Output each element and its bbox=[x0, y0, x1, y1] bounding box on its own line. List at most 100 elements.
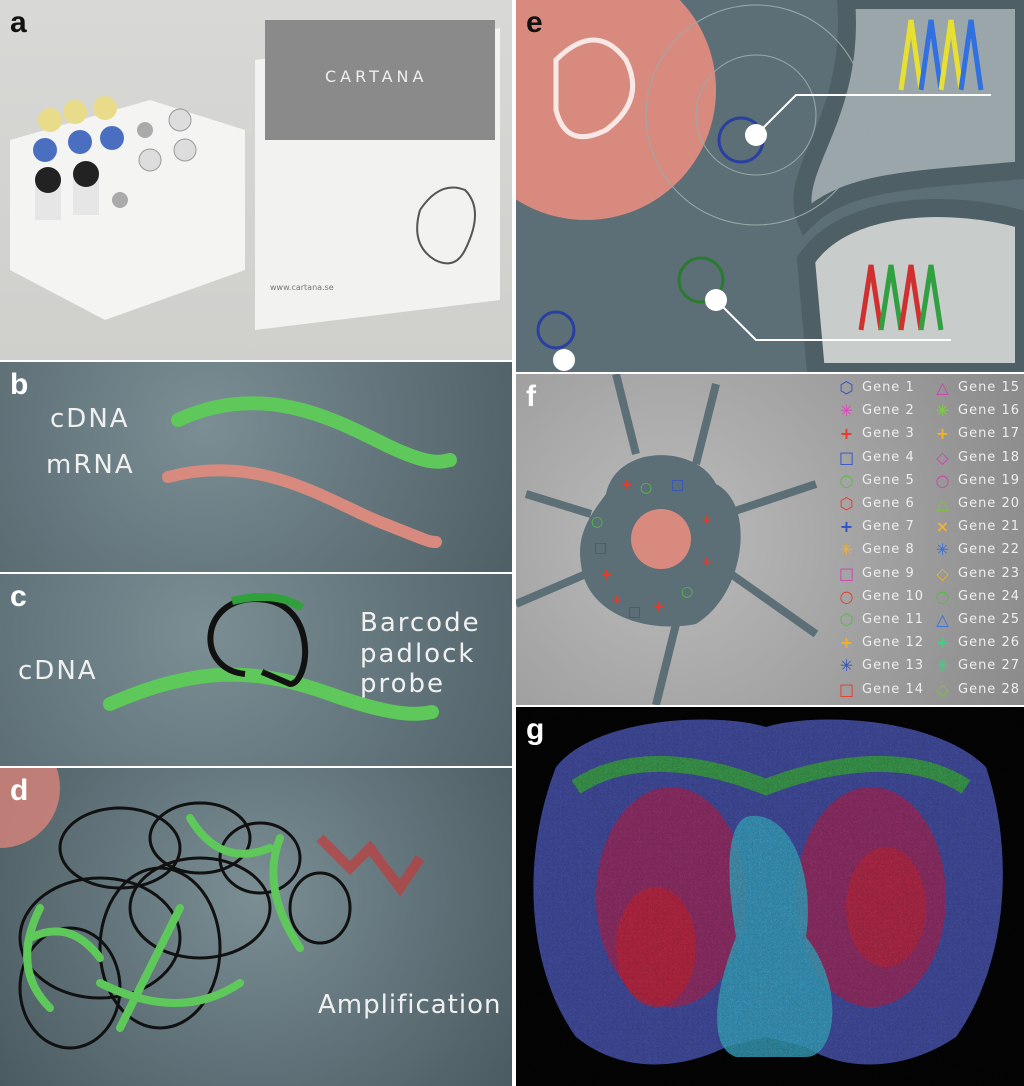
panel-b-cdna-mrna: b cDNA mRNA bbox=[0, 362, 512, 572]
legend-item: ○ Gene 5 bbox=[836, 469, 932, 492]
gene-name: Gene 19 bbox=[958, 472, 1020, 488]
svg-text:□: □ bbox=[671, 477, 684, 493]
legend-item: ×Gene 21 bbox=[932, 515, 1022, 538]
panel-f-gene-map: f +○□○+□++○+□+ ⬡Gene 1✳Gene 2+Gene 3□Gen… bbox=[516, 374, 1024, 705]
sequencing-trace-top bbox=[898, 19, 984, 91]
panel-c-padlock-probe: c cDNA Barcode padlock probe bbox=[0, 574, 512, 766]
svg-text:+: + bbox=[621, 477, 633, 493]
panel-label: c bbox=[10, 580, 27, 613]
gene-name: Gene 4 bbox=[862, 449, 915, 465]
legend-item: ○ Gene 19 bbox=[932, 469, 1022, 492]
legend-item: ◇Gene 18 bbox=[932, 446, 1022, 469]
gene-name: Gene 28 bbox=[958, 681, 1020, 697]
gene-name: Gene 9 bbox=[862, 565, 915, 581]
cdna-label: cDNA bbox=[18, 656, 98, 686]
legend-item: + Gene 7 bbox=[836, 515, 932, 538]
svg-text:+: + bbox=[601, 567, 613, 583]
legend-item: △Gene 15 bbox=[932, 376, 1022, 399]
gene-marker-icon: ○ bbox=[935, 470, 951, 490]
gene-marker-icon: ◇ bbox=[936, 679, 950, 699]
gene-marker-icon: ○ bbox=[839, 586, 855, 606]
legend-item: ○ Gene 10 bbox=[836, 585, 932, 608]
gene-name: Gene 24 bbox=[958, 588, 1020, 604]
gene-marker-icon: ◇ bbox=[936, 447, 950, 467]
gene-marker-icon: ○ bbox=[935, 586, 951, 606]
legend-item: ✳Gene 13 bbox=[836, 654, 932, 677]
gene-marker-icon: ○ bbox=[839, 470, 855, 490]
vials bbox=[33, 96, 197, 220]
kit-illustration: CARTANA www.cartana.se bbox=[10, 20, 500, 330]
svg-text:□: □ bbox=[594, 540, 607, 556]
gene-marker-icon: △ bbox=[936, 378, 950, 398]
gene-name: Gene 7 bbox=[862, 519, 915, 535]
gene-marker-icon: △ bbox=[936, 494, 950, 514]
gene-name: Gene 23 bbox=[958, 565, 1020, 581]
gene-marker-icon: × bbox=[935, 517, 951, 537]
legend-item: + Gene 26 bbox=[932, 631, 1022, 654]
box-brand: CARTANA bbox=[325, 67, 427, 86]
svg-text:○: ○ bbox=[591, 514, 603, 530]
gene-name: Gene 16 bbox=[958, 403, 1020, 419]
gene-name: Gene 5 bbox=[862, 472, 915, 488]
panel-label: b bbox=[10, 368, 29, 401]
gene-name: Gene 11 bbox=[862, 611, 924, 627]
legend-item: △Gene 20 bbox=[932, 492, 1022, 515]
gene-name: Gene 10 bbox=[862, 588, 924, 604]
probe-label: Barcode padlock probe bbox=[360, 608, 481, 700]
gene-name: Gene 12 bbox=[862, 635, 924, 651]
panel-label: a bbox=[10, 6, 27, 39]
sequencing-trace-bottom bbox=[858, 264, 944, 331]
amplification-label: Amplification bbox=[318, 990, 502, 1020]
svg-text:□: □ bbox=[628, 604, 641, 620]
gene-marker-icon: ✳ bbox=[935, 656, 951, 676]
gene-marker-icon: △ bbox=[936, 609, 950, 629]
legend-item: ⬡ Gene 1 bbox=[836, 376, 932, 399]
gene-name: Gene 1 bbox=[862, 380, 915, 396]
svg-text:○: ○ bbox=[681, 584, 693, 600]
gene-marker-icon: ✳ bbox=[839, 540, 855, 560]
legend-item: ◇ Gene 28 bbox=[932, 677, 1022, 700]
panel-d-amplification: d Amplification bbox=[0, 768, 512, 1086]
gene-name: Gene 14 bbox=[862, 681, 924, 697]
gene-marker-icon: □ bbox=[838, 679, 856, 699]
legend-item: □ Gene 4 bbox=[836, 446, 932, 469]
svg-text:○: ○ bbox=[640, 480, 652, 496]
svg-text:+: + bbox=[701, 554, 713, 570]
legend-item: ◇ Gene 23 bbox=[932, 562, 1022, 585]
brain-section-image bbox=[516, 707, 1024, 1086]
gene-name: Gene 8 bbox=[862, 542, 915, 558]
gene-marker-icon: ✳ bbox=[839, 401, 855, 421]
gene-marker-icon: ◇ bbox=[936, 563, 950, 583]
gene-marker-icon: + bbox=[839, 633, 855, 653]
gene-legend: ⬡Gene 1✳Gene 2+Gene 3□Gene 4○Gene 5⬡Gene… bbox=[836, 376, 1022, 701]
svg-text:+: + bbox=[653, 599, 665, 615]
mrna-label: mRNA bbox=[46, 450, 135, 480]
legend-item: + Gene 12 bbox=[836, 631, 932, 654]
gene-marker-icon: ✳ bbox=[935, 540, 951, 560]
gene-marker-icon: + bbox=[935, 424, 951, 444]
gene-name: Gene 22 bbox=[958, 542, 1020, 558]
gene-name: Gene 27 bbox=[958, 658, 1020, 674]
gene-marker-icon: + bbox=[935, 633, 951, 653]
gene-marker-icon: + bbox=[839, 517, 855, 537]
gene-markers: +○□○+□++○+□+ bbox=[591, 477, 713, 620]
gene-name: Gene 6 bbox=[862, 496, 915, 512]
legend-item: ⬡ Gene 11 bbox=[836, 608, 932, 631]
gene-name: Gene 25 bbox=[958, 611, 1020, 627]
gene-name: Gene 26 bbox=[958, 635, 1020, 651]
gene-marker-icon: □ bbox=[838, 563, 856, 583]
legend-item: △ Gene 25 bbox=[932, 608, 1022, 631]
gene-marker-icon: ⬡ bbox=[839, 378, 855, 398]
panel-label: g bbox=[526, 713, 545, 746]
gene-marker-icon: + bbox=[839, 424, 855, 444]
panel-e-sequencing: e bbox=[516, 0, 1024, 372]
nucleus bbox=[516, 0, 716, 220]
svg-text:+: + bbox=[701, 512, 713, 528]
box-url: www.cartana.se bbox=[270, 283, 334, 292]
legend-item: +Gene 3 bbox=[836, 422, 932, 445]
gene-name: Gene 17 bbox=[958, 426, 1020, 442]
cdna-strand bbox=[171, 396, 457, 469]
gene-marker-icon: □ bbox=[838, 447, 856, 467]
gene-marker-icon: ⬡ bbox=[839, 609, 855, 629]
legend-item: + Gene 17 bbox=[932, 422, 1022, 445]
